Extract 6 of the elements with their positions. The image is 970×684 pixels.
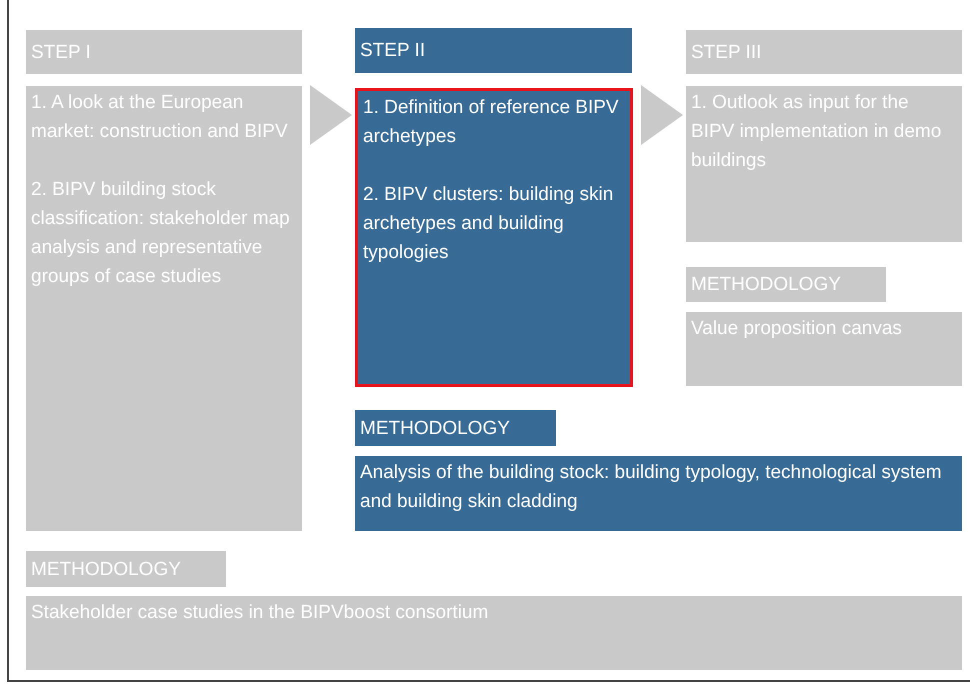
step-panel: 1. Definition of reference BIPV archetypes 2. BIPV clusters: building skin archetypes and building typologies: [355, 88, 633, 387]
step-header: STEP II: [355, 28, 632, 73]
chevron-arrow: [641, 85, 683, 145]
methodology-header: METHODOLOGY: [355, 410, 556, 446]
methodology-panel: Analysis of the building stock: building typology, technological system and building skin cladding: [355, 456, 962, 531]
chevron-arrow: [310, 85, 352, 145]
